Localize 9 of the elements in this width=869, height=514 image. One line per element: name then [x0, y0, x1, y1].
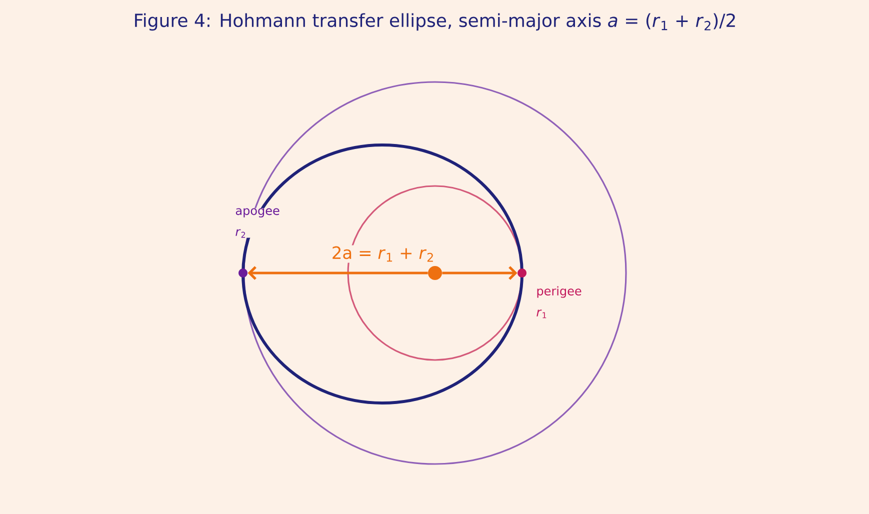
central-body: [428, 266, 442, 280]
apogee-dot: [238, 268, 248, 278]
formula-label: 2a = r$_{1}$ + r$_{2}$: [330, 245, 436, 263]
point-label: perigee r$_{1}$: [536, 286, 588, 318]
arrow: [442, 266, 518, 280]
perigee-dot: [518, 268, 526, 278]
title: Figure 4: Hohmann transfer ellipse, semi-major axis a = (r$_{1}$ + r$_{2}$)/2: [135, 13, 735, 31]
point-label: apogee r$_{2}$: [235, 208, 280, 238]
arrow: [248, 266, 428, 280]
